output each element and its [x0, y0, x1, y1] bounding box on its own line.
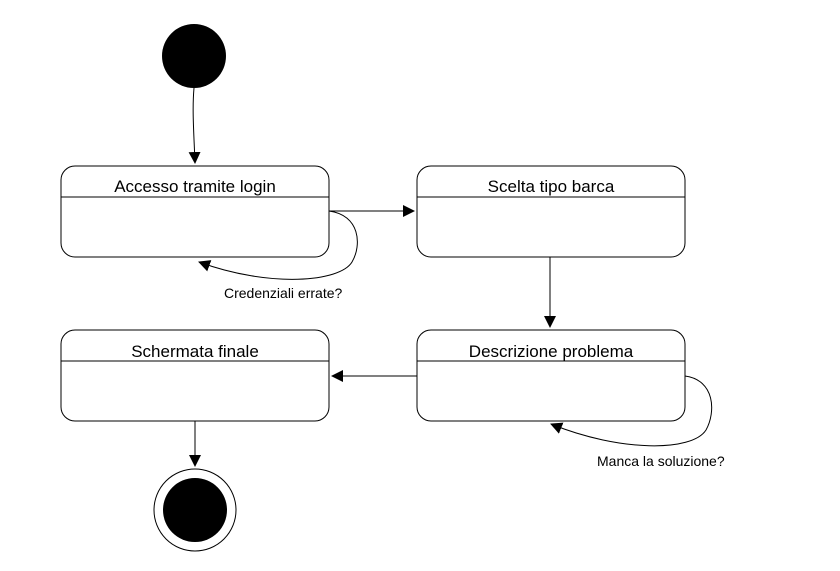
final-node	[153, 468, 237, 552]
state-login[interactable]: Accesso tramite login	[60, 165, 330, 258]
state-final-screen[interactable]: Schermata finale	[60, 329, 330, 422]
state-problem-description-title: Descrizione problema	[469, 342, 634, 361]
label-missing-solution: Manca la soluzione?	[597, 453, 725, 469]
state-login-title: Accesso tramite login	[114, 177, 276, 196]
state-final-screen-title: Schermata finale	[131, 342, 259, 361]
transition-login-self-loop	[198, 210, 358, 280]
state-boat-type[interactable]: Scelta tipo barca	[416, 165, 686, 258]
initial-node	[162, 24, 226, 88]
transition-problem-self-loop	[550, 375, 713, 447]
state-boat-type-title: Scelta tipo barca	[488, 177, 615, 196]
state-problem-description[interactable]: Descrizione problema	[416, 329, 686, 422]
transition-start-to-login	[188, 87, 201, 164]
label-wrong-credentials: Credenziali errate?	[224, 285, 342, 301]
